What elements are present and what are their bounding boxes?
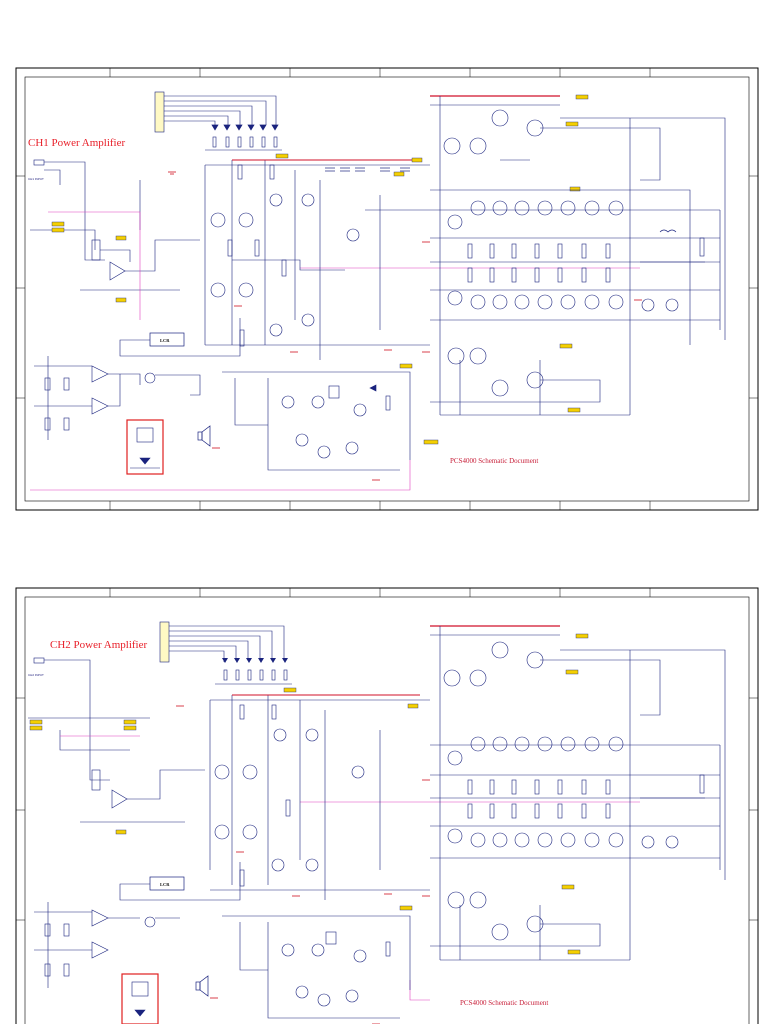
relay-circuit [131, 981, 149, 1017]
document-title: PCS4000 Schematic Document [460, 999, 548, 1007]
lcr-block-label: LCR [160, 338, 170, 343]
input-section [28, 657, 205, 823]
output-network [640, 229, 705, 312]
predriver-bottom [430, 347, 601, 403]
predriver-bottom [430, 891, 601, 947]
connector-header [159, 621, 170, 663]
schematic-sheet-ch1: CH1 Power Amplifier [15, 67, 759, 511]
input-tags [51, 221, 127, 303]
emitter-resistors [467, 243, 611, 283]
output-stage [365, 96, 721, 416]
lcr-wire [119, 862, 241, 901]
inner-frame [24, 76, 750, 502]
frame-ticks [16, 588, 758, 921]
rail-tags [283, 633, 589, 955]
input-section [30, 159, 200, 291]
protection-opamps [34, 356, 201, 440]
predriver-top [430, 104, 726, 340]
output-transistors-upper [447, 736, 624, 766]
driver-stage [204, 160, 430, 360]
feedback-trace [30, 211, 640, 491]
schematic-sheet-ch2: CH2 Power Amplifier CH2 INPUT [0, 540, 768, 1024]
relay-highlight-box [126, 419, 164, 475]
resistor-bank-top [215, 669, 292, 685]
sheet-title: CH1 Power Amplifier [28, 137, 125, 149]
speaker-icon [195, 975, 209, 997]
inner-frame [24, 596, 750, 1024]
outer-frame [15, 67, 759, 511]
input-label: CH1 INPUT [28, 177, 44, 181]
schematic-canvas-ch1: CH1 Power Amplifier [15, 67, 759, 511]
input-tags [29, 719, 137, 835]
output-transistors-upper [447, 200, 624, 230]
lcr-block [149, 876, 185, 891]
protection-driver [222, 371, 411, 471]
output-network [640, 774, 705, 849]
resistor-bank-top [205, 136, 282, 151]
connector-wires [169, 625, 285, 662]
schematic-canvas-ch2: CH2 Power Amplifier CH2 INPUT [15, 587, 759, 1024]
connector-header [154, 91, 165, 133]
input-label: CH2 INPUT [28, 673, 44, 677]
connector-wires [164, 95, 277, 130]
sheet-title: CH2 Power Amplifier [50, 639, 147, 651]
ground-symbols [168, 171, 642, 481]
capacitor-row [325, 167, 410, 172]
frame-ticks [16, 68, 758, 510]
driver-stage [209, 695, 430, 900]
document-title: PCS4000 Schematic Document [450, 457, 538, 465]
predriver-top [430, 634, 726, 880]
emitter-resistors [467, 779, 611, 819]
output-stage [379, 626, 721, 961]
rail-tags [275, 94, 589, 445]
speaker-icon [197, 425, 211, 447]
lcr-block-label: LCR [160, 882, 170, 887]
protection-opamps [34, 902, 180, 988]
diode-array-top [211, 124, 279, 131]
ground-symbols [176, 705, 430, 1024]
feedback-trace [60, 735, 640, 1001]
diode-array-top [222, 658, 288, 663]
lcr-block [149, 332, 185, 347]
relay-highlight-box [121, 973, 159, 1024]
protection-driver [222, 915, 411, 1019]
output-transistors-lower [447, 290, 624, 310]
relay-circuit [130, 427, 160, 469]
outer-frame [15, 587, 759, 1024]
output-transistors-lower [447, 828, 624, 848]
